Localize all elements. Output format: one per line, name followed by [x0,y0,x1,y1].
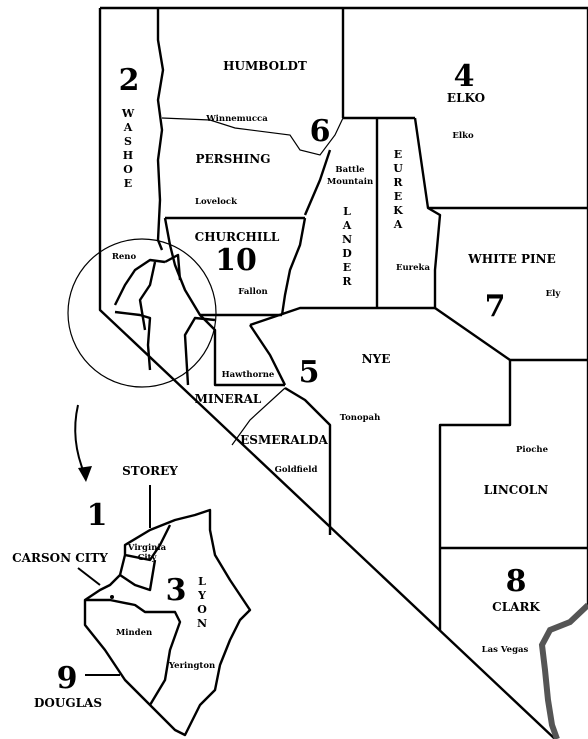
district-number-8: 8 [506,564,527,599]
washoe-letter: E [124,177,132,190]
district-number-4: 4 [454,59,475,94]
county-label-esmeralda: ESMERALDA [240,433,328,447]
county-label-lyon: L Y O N [197,575,207,630]
county-label-nye: NYE [362,352,391,366]
town-ely: Ely [546,289,562,299]
town-battle-mountain-line1: Battle [335,165,365,175]
county-label-humboldt: HUMBOLDT [223,59,307,73]
county-label-lander: L A N D E R [342,205,353,288]
lyon-letter: O [197,603,207,616]
county-label-clark: CLARK [492,600,540,614]
town-lovelock: Lovelock [195,197,238,207]
county-label-douglas: DOUGLAS [34,696,102,710]
eureka-letter: E [394,148,402,161]
lander-letter: R [342,275,352,288]
county-label-churchill: CHURCHILL [195,230,280,244]
washoe-letter: S [124,135,132,148]
district-number-5: 5 [299,355,320,390]
town-hawthorne: Hawthorne [222,370,275,380]
lyon-letter: Y [197,589,206,602]
county-label-lincoln: LINCOLN [484,483,548,497]
washoe-letter: H [123,149,133,162]
lander-letter: A [342,219,352,232]
county-label-pershing: PERSHING [196,152,271,166]
eureka-letter: A [393,218,403,231]
town-yerington: Yerington [168,661,215,671]
district-number-1: 1 [87,498,108,533]
eureka-letter: U [393,162,403,175]
town-minden: Minden [116,628,152,638]
lyon-letter: L [198,575,206,588]
district-number-10: 10 [215,243,257,278]
town-goldfield: Goldfield [275,465,318,475]
town-eureka: Eureka [396,263,430,273]
town-virginia-city-line2: City [138,553,158,563]
eureka-letter: E [394,190,402,203]
county-label-carson-city: CARSON CITY [12,551,108,565]
inset-arrow [74,404,92,482]
lyon-letter: N [197,617,207,630]
washoe-letter: O [123,163,133,176]
county-label-white-pine: WHITE PINE [467,252,555,266]
town-battle-mountain-line2: Mountain [327,177,373,187]
district-number-2: 2 [119,63,140,98]
inset-map [77,485,252,737]
district-number-6: 6 [310,114,331,149]
county-label-eureka: E U R E K A [393,148,404,231]
eureka-letter: K [393,204,403,217]
town-reno: Reno [112,252,137,262]
county-boundaries [156,8,588,739]
lander-letter: D [342,247,352,260]
district-number-9: 9 [57,661,78,696]
town-pioche: Pioche [516,445,549,455]
town-tonopah: Tonopah [340,413,381,423]
town-elko: Elko [452,131,474,141]
eureka-letter: R [393,176,403,189]
washoe-letter: A [123,121,133,134]
district-number-3: 3 [166,573,187,608]
reno-detail-circle [67,238,217,388]
lander-letter: N [342,233,352,246]
county-label-mineral: MINERAL [195,392,262,406]
town-winnemucca: Winnemucca [205,114,268,124]
town-virginia-city-line1: Virginia [127,543,167,553]
town-las-vegas: Las Vegas [482,645,529,655]
lander-letter: L [343,205,351,218]
county-label-washoe: W A S H O E [121,107,135,190]
district-number-7: 7 [485,289,506,324]
washoe-letter: W [121,107,135,120]
county-label-storey: STOREY [122,464,178,478]
town-fallon: Fallon [238,287,267,297]
lander-letter: E [343,261,351,274]
county-label-elko: ELKO [447,91,485,105]
